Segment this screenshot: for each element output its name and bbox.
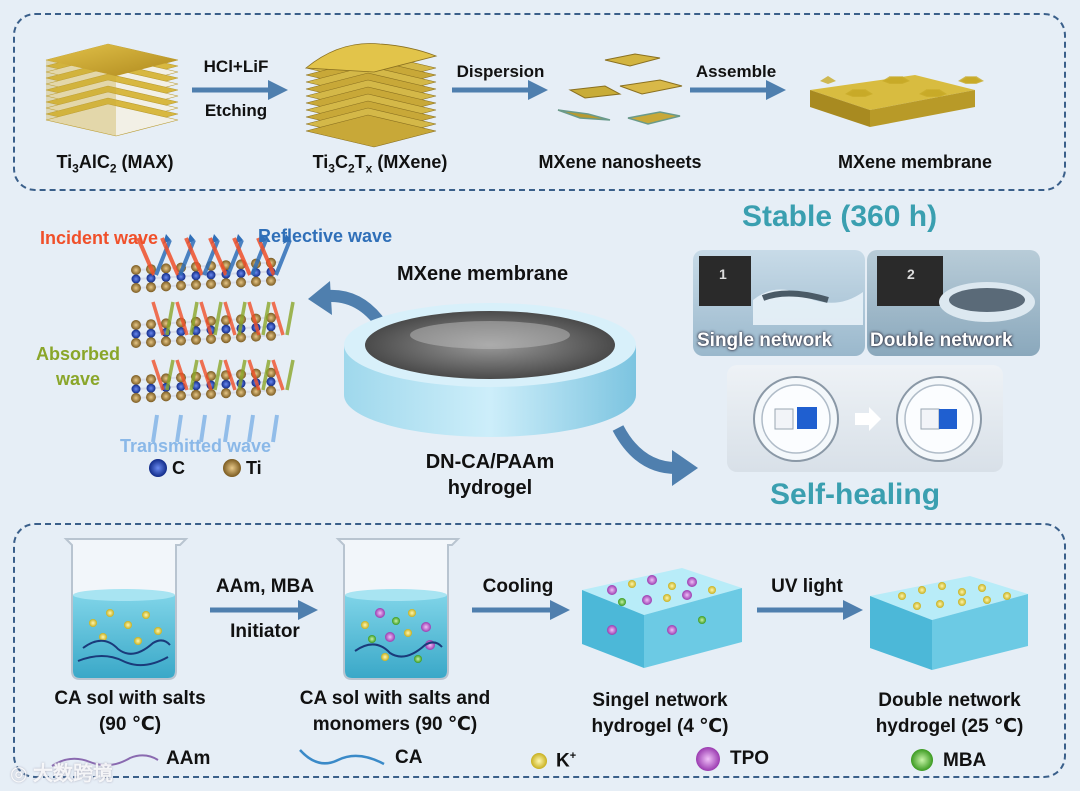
beaker-2-icon <box>335 538 461 680</box>
mxene-label-c: C <box>334 152 348 172</box>
membrane-title: MXene membrane <box>397 263 569 285</box>
ca-legend-icon <box>299 749 385 766</box>
ruler-1: 1 <box>699 256 751 306</box>
mxene-label-subx: x <box>365 161 373 176</box>
step3-label-line1: Singel network <box>592 690 728 711</box>
stable-title: Stable (360 h) <box>742 200 938 233</box>
transmitted-wave-label: Transmitted wave <box>120 436 272 456</box>
aam-legend-label: AAm <box>166 748 211 769</box>
cooling-arrow <box>472 600 570 620</box>
double-network-caption: Double network <box>870 330 1013 351</box>
dispersion-label: Dispersion <box>456 62 545 81</box>
nanosheets-label: MXene nanosheets <box>538 152 702 172</box>
mxene-label: Ti3C2Tx (MXene) <box>285 152 475 176</box>
titanium-legend-label: Ti <box>246 458 262 478</box>
initiator-label: Initiator <box>230 621 300 642</box>
max-phase-stack-icon <box>45 43 179 137</box>
mba-legend-label: MBA <box>943 750 987 771</box>
tpo-legend-label: TPO <box>730 748 770 769</box>
curved-arrow-right <box>612 425 698 486</box>
double-network-gel <box>939 282 1035 322</box>
watermark-logo-icon: ◎ <box>10 763 28 785</box>
top-panel <box>13 13 1066 191</box>
k-ion-legend-icon <box>531 753 547 769</box>
carbon-legend-icon <box>149 459 167 477</box>
single-network-caption: Single network <box>697 330 833 351</box>
k-ion-legend-label: K+ <box>556 750 576 772</box>
mxene-stack-icon <box>304 43 438 148</box>
max-phase-label: Ti3AlC2 (MAX) <box>30 152 200 176</box>
cooling-label: Cooling <box>482 576 554 597</box>
uv-light-arrow <box>757 600 863 620</box>
membrane-label: MXene membrane <box>837 152 993 172</box>
assemble-label: Assemble <box>695 62 777 81</box>
aam-legend-icon <box>51 754 159 767</box>
step1-label-line1: CA sol with salts <box>54 688 206 709</box>
ruler-2: 2 <box>877 256 943 306</box>
step2-label-line1: CA sol with salts and <box>299 688 491 709</box>
assemble-arrow <box>690 80 786 100</box>
dispersion-arrow <box>452 80 548 100</box>
step3-label-line2: hydrogel (4 ℃) <box>591 716 729 737</box>
nanosheets-icon <box>557 53 683 125</box>
single-network-hydrogel-icon <box>582 568 742 668</box>
mxene-label-mxene: (MXene) <box>372 152 448 172</box>
hydrogel-label-line1: DN-CA/PAAm <box>425 451 555 473</box>
max-label-max: (MAX) <box>116 152 174 172</box>
max-label-sub3: 3 <box>72 161 79 176</box>
beaker-1-icon <box>63 538 189 680</box>
mxene-membrane-icon <box>810 75 984 127</box>
double-network-photo: 2 Double network <box>867 250 1040 356</box>
ca-legend-label: CA <box>395 747 423 768</box>
mxene-label-t: T <box>354 152 366 172</box>
step4-label-line1: Double network <box>878 690 1021 711</box>
mba-legend-icon <box>911 749 933 771</box>
max-label-sub2: 2 <box>109 161 117 176</box>
etching-reagent-label: HCl+LiF <box>203 57 269 76</box>
incident-wave-label: Incident wave <box>40 228 159 248</box>
ruler-1-number: 1 <box>719 266 727 282</box>
step4-label-line2: hydrogel (25 ℃) <box>875 716 1024 737</box>
max-label-alc: AlC <box>78 152 110 172</box>
bottom-panel <box>13 523 1066 778</box>
titanium-legend-icon <box>223 459 241 477</box>
reflective-wave-label: Reflective wave <box>258 226 393 246</box>
hydrogel-dish-icon <box>344 303 636 437</box>
wave-arrows <box>136 234 295 443</box>
mxene-label-sub2: 2 <box>347 161 355 176</box>
self-healing-photo <box>727 365 1003 472</box>
monomers-label: AAm, MBA <box>215 576 315 597</box>
absorbed-wave-label: Absorbed wave <box>35 344 120 389</box>
double-network-hydrogel-icon <box>870 576 1028 670</box>
ruler-2-number: 2 <box>907 266 915 282</box>
single-network-gel <box>753 289 863 325</box>
self-healing-title: Self-healing <box>770 478 941 511</box>
mxene-label-sub3: 3 <box>328 161 335 176</box>
etching-arrow <box>192 80 288 100</box>
add-monomers-arrow <box>210 600 318 620</box>
k-ion-base: K <box>556 750 570 772</box>
watermark: ◎ 大数跨境 <box>10 757 113 786</box>
step2-label-line2: monomers (90 ℃) <box>312 714 478 735</box>
step1-label-line2: (90 ℃) <box>98 714 162 735</box>
single-network-photo: 1 Single network <box>693 250 865 356</box>
max-label-ti: Ti <box>56 152 73 172</box>
carbon-legend-label: C <box>172 458 185 478</box>
hydrogel-label-line2: hydrogel <box>447 477 533 499</box>
self-healing-dishes <box>753 376 982 462</box>
watermark-text: 大数跨境 <box>33 763 114 785</box>
uv-light-label: UV light <box>771 576 843 597</box>
k-ion-charge: + <box>569 750 577 762</box>
tpo-legend-icon <box>696 747 720 771</box>
mxene-label-ti: Ti <box>312 152 329 172</box>
etching-label: Etching <box>204 101 268 120</box>
